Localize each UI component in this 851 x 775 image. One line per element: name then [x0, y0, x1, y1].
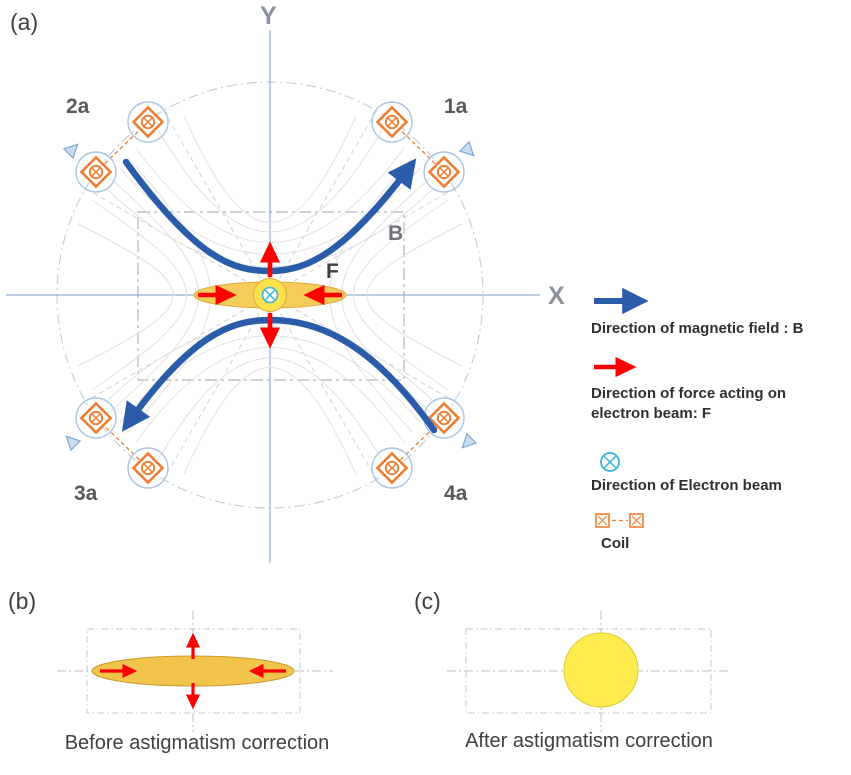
panel-c: (c) After astigmatism correction: [414, 588, 731, 752]
legend-force-label-line2: electron beam: F: [591, 405, 711, 422]
electron-beam-cross: [264, 289, 276, 301]
legend-coil-cross: [597, 515, 608, 526]
force-arrows: [198, 241, 342, 349]
coil-label-2a: 2a: [66, 95, 90, 118]
coil-icon: [422, 396, 466, 440]
legend-electron-beam-icon: [600, 452, 620, 472]
guide-rectangle: [137, 211, 405, 381]
field-line: [183, 367, 357, 475]
coil-icon: [422, 150, 466, 194]
coil-connector: [391, 417, 445, 469]
legend-coil-cross: [631, 515, 642, 526]
coil-label-1a: 1a: [444, 95, 468, 118]
coil-icon: [370, 100, 414, 144]
field-direction-arrow-icon: [62, 143, 79, 160]
panel-a: (a) Y X: [6, 2, 565, 563]
coil-group-4a: 4a: [370, 396, 478, 505]
legend-electron-beam-cross: [603, 455, 617, 469]
legend-force-label-line1: Direction of force acting on: [591, 385, 786, 402]
x-axis-label: X: [548, 282, 565, 310]
electron-beam-symbol: [261, 286, 279, 304]
force-label: F: [326, 260, 339, 283]
coil-icon: [126, 446, 170, 490]
panel-c-caption: After astigmatism correction: [465, 730, 713, 752]
coil-connector: [391, 121, 445, 173]
field-line: [366, 223, 463, 367]
b-field-label: B: [388, 222, 403, 245]
field-line: [91, 199, 187, 391]
panel-c-label: (c): [414, 588, 441, 614]
y-axis-label: Y: [260, 2, 277, 30]
coil-connector: [95, 121, 149, 173]
legend: Direction of magnetic field : B Directio…: [591, 287, 804, 552]
field-line: [77, 223, 174, 367]
field-line: [353, 199, 449, 391]
field-direction-arrow-icon: [65, 435, 82, 452]
field-line: [157, 357, 383, 461]
coil-connector: [95, 417, 149, 469]
legend-electron-beam-label: Direction of Electron beam: [591, 477, 782, 494]
panel-b-label: (b): [8, 588, 36, 614]
coil-group-3a: 3a: [65, 396, 170, 505]
coil-icon: [74, 150, 118, 194]
panel-b-caption: Before astigmatism correction: [65, 732, 330, 754]
coil-group-2a: 2a: [62, 95, 170, 194]
coil-icon: [74, 396, 118, 440]
field-line: [183, 115, 357, 223]
guide-diagonal: [85, 188, 455, 402]
coil-icon: [126, 100, 170, 144]
panel-a-label: (a): [10, 9, 38, 35]
coil-icon: [370, 446, 414, 490]
guide-diagonal: [163, 110, 377, 480]
field-line: [157, 129, 383, 233]
legend-coil-icon: [595, 513, 644, 528]
coil-label-4a: 4a: [444, 482, 468, 505]
field-direction-arrow-icon: [458, 140, 475, 157]
beam-circle-after: [563, 632, 639, 708]
panel-b: (b) Before astigmatism correction: [8, 588, 333, 754]
coil-label-3a: 3a: [74, 482, 98, 505]
legend-magnetic-field-label: Direction of magnetic field : B: [591, 320, 804, 337]
legend-coil-label: Coil: [601, 535, 629, 552]
coil-group-1a: 1a: [370, 95, 475, 194]
field-direction-arrow-icon: [461, 432, 478, 449]
guide-diagonal: [163, 110, 377, 480]
guide-diagonal: [85, 188, 455, 402]
